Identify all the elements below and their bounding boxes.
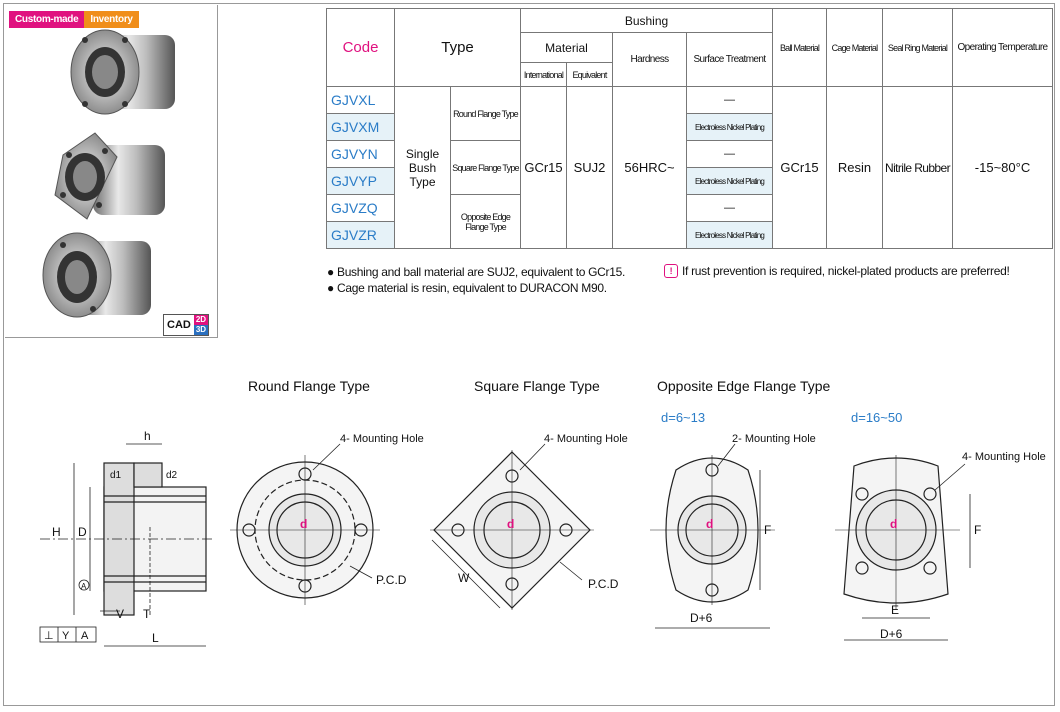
product-photos <box>42 29 175 318</box>
cad-label: CAD <box>167 319 191 331</box>
bushing-header: Bushing <box>520 8 773 33</box>
equivalent-cell: SUJ2 <box>566 86 613 249</box>
hardness-cell: 56HRC~ <box>612 86 687 249</box>
hardness-header: Hardness <box>612 32 687 87</box>
subtype-cell: Round Flange Type <box>450 86 521 141</box>
cad-2d-label: 2D <box>193 315 209 325</box>
code-header: Code <box>326 8 395 87</box>
square-flange-photo <box>54 132 165 220</box>
warning-icon: ! <box>664 264 678 278</box>
cad-3d-label: 3D <box>193 325 209 335</box>
surface-cell: — <box>686 194 773 222</box>
subtype-cell: Square Flange Type <box>450 140 521 195</box>
code-cell: GJVXL <box>326 86 395 114</box>
cage-material-cell: Resin <box>826 86 883 249</box>
d-range-large: d=16~50 <box>851 410 903 425</box>
surface-cell: Electroless Nickel Plating <box>686 167 773 195</box>
round-flange-title: Round Flange Type <box>248 378 370 394</box>
international-header: International <box>520 62 567 87</box>
seal-ring-material-header: Seal Ring Material <box>882 8 953 87</box>
type-header: Type <box>394 8 521 87</box>
operating-temperature-header: Operating Temperature <box>952 8 1053 87</box>
note-item: ● Cage material is resin, equivalent to … <box>327 281 607 295</box>
surface-cell: — <box>686 140 773 168</box>
operating-temperature-cell: -15~80°C <box>952 86 1053 249</box>
subtype-cell: Opposite Edge Flange Type <box>450 194 521 249</box>
surface-cell: — <box>686 86 773 114</box>
page-frame <box>3 3 1055 706</box>
code-cell: GJVYP <box>326 167 395 195</box>
cage-material-header: Cage Material <box>826 8 883 87</box>
equivalent-header: Equivalent <box>566 62 613 87</box>
warning-text: If rust prevention is required, nickel-p… <box>682 264 1010 278</box>
surface-cell: Electroless Nickel Plating <box>686 113 773 141</box>
material-header: Material <box>520 32 613 63</box>
ball-material-cell: GCr15 <box>772 86 827 249</box>
code-cell: GJVXM <box>326 113 395 141</box>
type-cell: Single Bush Type <box>394 86 451 249</box>
note-item: ● Bushing and ball material are SUJ2, eq… <box>327 265 626 279</box>
custom-made-badge: Custom-made <box>9 11 85 28</box>
inventory-badge: Inventory <box>84 11 139 28</box>
product-photo-panel: Custom-made Inventory <box>5 5 218 338</box>
round-flange-photo <box>70 29 175 115</box>
warning-note: ! If rust prevention is required, nickel… <box>664 264 1010 278</box>
square-flange-title: Square Flange Type <box>474 378 600 394</box>
notes: ● Bushing and ball material are SUJ2, eq… <box>327 264 625 296</box>
badge-group: Custom-made Inventory <box>9 11 139 28</box>
international-cell: GCr15 <box>520 86 567 249</box>
surface-treatment-header: Surface Treatment <box>686 32 773 87</box>
code-cell: GJVZR <box>326 221 395 249</box>
code-cell: GJVYN <box>326 140 395 168</box>
d-range-small: d=6~13 <box>661 410 706 425</box>
opposite-edge-flange-photo <box>42 232 151 318</box>
opposite-edge-title: Opposite Edge Flange Type <box>657 378 831 394</box>
seal-ring-cell: Nitrile Rubber <box>882 86 953 249</box>
surface-cell: Electroless Nickel Plating <box>686 221 773 249</box>
code-cell: GJVZQ <box>326 194 395 222</box>
spec-table: Code Type Bushing Ball Material Cage Mat… <box>326 8 1053 249</box>
ball-material-header: Ball Material <box>772 8 827 87</box>
